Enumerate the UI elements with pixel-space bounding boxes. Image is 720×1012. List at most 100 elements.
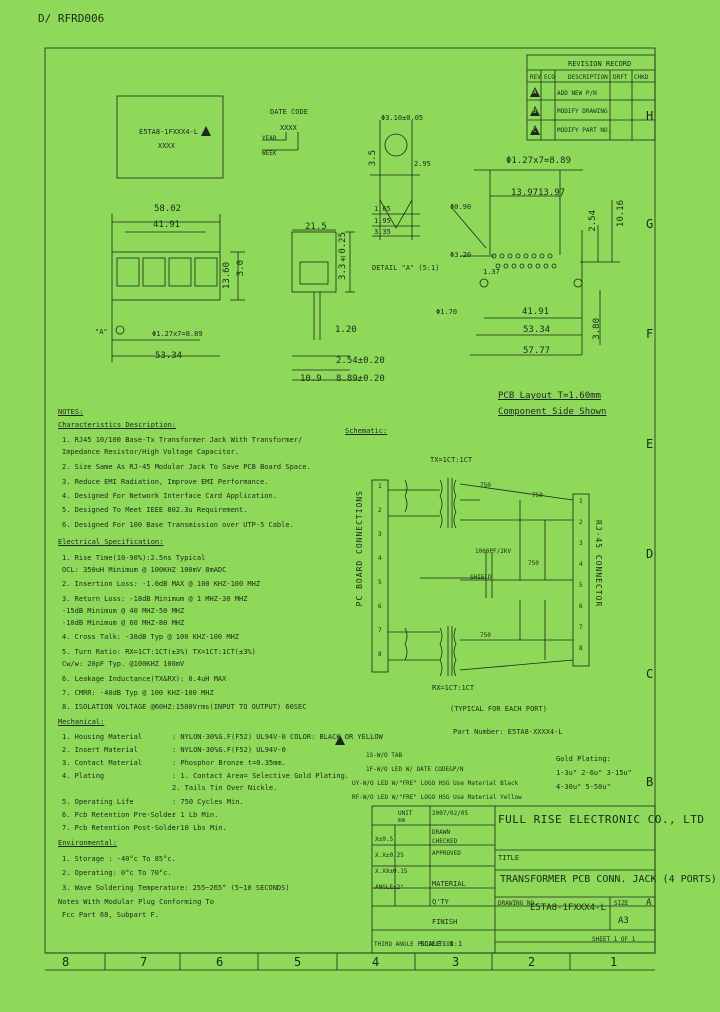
- tol-row-3: X.XX±0.15: [375, 868, 408, 875]
- notes-electrical-title: Electrical Specification:: [58, 538, 164, 546]
- left-pin-5: 5: [378, 579, 382, 586]
- char-item-5: 5. Designed To Meet IEEE 802.3u Requirem…: [62, 506, 248, 514]
- border-letter-h: H: [646, 109, 654, 123]
- rev-value: A: [646, 898, 652, 908]
- drawn-date: 2007/02/05: [432, 810, 469, 817]
- char-item-1: 1. RJ45 10/100 Base-Tx Transformer Jack …: [62, 436, 303, 444]
- char-item-6: 6. Designed For 100 Base Transmission ov…: [62, 521, 294, 529]
- side-dim-5: 8.89±0.20: [336, 374, 385, 384]
- pcb-dim-hole-small: Φ0.90: [450, 203, 472, 211]
- tol-row-2: X.X±0.25: [375, 852, 404, 859]
- notes-title: NOTES:: [58, 408, 84, 416]
- char-item-1b: Impedance Resistor/High Voltage Capacito…: [62, 448, 240, 456]
- drawing-number: E5TA8-1FXXX4-L: [530, 903, 606, 913]
- rev-row-c-desc: MODIFY PART NO.: [557, 127, 612, 134]
- pcb-dim-1-37: 1.37: [483, 268, 500, 276]
- pcb-dim-13-97-b: 13.97: [538, 188, 566, 198]
- pcb-dim-57-77: 57.77: [523, 346, 551, 356]
- rev-header-rev: REV: [530, 74, 541, 81]
- approved-label: APPROVED: [432, 850, 461, 857]
- rev-header-description: DESCRIPTION: [568, 74, 608, 81]
- pcb-dim-2-54: 2.54: [588, 210, 598, 232]
- checked-label: CHECKED: [432, 838, 458, 845]
- dim-overall: 53.34: [155, 351, 183, 361]
- date-code-title: DATE CODE: [270, 108, 308, 116]
- unit-value: mm: [398, 817, 406, 824]
- left-pin-2: 2: [378, 507, 382, 514]
- mech-item-4b-value: 2. Tails Tin Over Nickle.: [172, 784, 278, 792]
- side-dim-2: 1.20: [335, 325, 357, 335]
- elec-item-3c: -10dB Minimum @ 60 MHZ-80 MHZ: [62, 619, 185, 627]
- border-number-7: 7: [140, 955, 148, 969]
- border-letter-g: G: [646, 217, 654, 231]
- rev-header-eco: ECO: [544, 74, 555, 81]
- mech-item-2-label: 2. Insert Material: [62, 746, 138, 754]
- gold-plating-options-1: 1-3u" 2-6u" 3-15u": [556, 769, 632, 777]
- border-number-1: 1: [610, 955, 618, 969]
- scale-label: SCALE: 1:1: [420, 940, 463, 948]
- mech-item-4-label: 4. Plating: [62, 772, 105, 780]
- mech-item-7-value: : 10 Lbs Min.: [172, 824, 227, 832]
- detail-dim-5: 1.95: [374, 217, 391, 225]
- resistor-1: 750: [480, 482, 491, 489]
- mech-item-3-value: : Phosphor Bronze t=0.35mm.: [172, 759, 286, 767]
- company-name: FULL RISE ELECTRONIC CO., LTD: [498, 813, 705, 826]
- border-letter-d: D: [646, 547, 654, 561]
- env-item-3: 3. Wave Soldering Temperature: 255~265° …: [62, 884, 290, 892]
- pcb-caption-1: PCB Layout T=1.60mm: [498, 391, 601, 401]
- notes-footer-2: Fcc Part 68, Subpart F.: [62, 911, 159, 919]
- notes-footer-1: Notes With Modular Plug Conforming To: [58, 898, 214, 906]
- right-pin-5: 5: [579, 582, 583, 589]
- mech-item-3-label: 3. Contact Material: [62, 759, 143, 767]
- dim-small-pitch: Φ1.27x7=8.89: [152, 330, 203, 338]
- mech-item-5-label: 5. Operating Life: [62, 798, 134, 806]
- pc-board-connections-label: PC BOARD CONNECTIONS: [355, 490, 364, 607]
- resistor-4: 750: [480, 632, 491, 639]
- detail-dim-1: Φ3.10±0.05: [381, 114, 424, 122]
- dim-width: 58.02: [154, 204, 182, 214]
- border-number-2: 2: [528, 955, 536, 969]
- schematic-tx-ratio: TX=1CT:1CT: [430, 456, 473, 464]
- side-dim-3: 2.54±0.20: [336, 356, 385, 366]
- right-pin-7: 7: [579, 624, 583, 631]
- document-id: D/ RFRD006: [38, 12, 105, 25]
- border-letter-c: C: [646, 667, 654, 681]
- pcb-dim-hole-big: Φ3.20: [450, 251, 472, 259]
- detail-dim-2: 3.5: [368, 150, 378, 167]
- drawing-title: TRANSFORMER PCB CONN. JACK (4 PORTS): [500, 874, 717, 885]
- notes-mechanical-title: Mechanical:: [58, 718, 105, 726]
- mech-item-1-value: : NYLON-30%G.F(F52) UL94V-0 COLOR: BLACK…: [172, 733, 383, 741]
- shield-label: SHIELD: [470, 574, 492, 581]
- left-pin-8: 8: [378, 651, 382, 658]
- right-pin-1: 1: [579, 498, 583, 505]
- rev-header-drft: DRFT: [613, 74, 628, 81]
- env-item-1: 1. Storage : -40°c To 85°c.: [62, 855, 176, 863]
- elec-item-4: 4. Cross Talk: -38dB Typ @ 100 KHZ-100 M…: [62, 633, 240, 641]
- dim-pitch: 41.91: [153, 220, 181, 230]
- schematic-rx-ratio: RX=1CT:1CT: [432, 684, 475, 692]
- tol-row-1: X±0.5: [375, 836, 394, 843]
- material-label: MATERIAL: [432, 880, 466, 888]
- third-angle-label: THIRD ANGLE PROJECTION: [374, 941, 454, 948]
- gold-plating-title: Gold Plating:: [556, 755, 611, 763]
- left-pin-7: 7: [378, 627, 382, 634]
- char-item-2: 2. Size Same As RJ-45 Modular Jack To Sa…: [62, 463, 311, 471]
- schematic-caption: (TYPICAL FOR EACH PORT): [450, 705, 547, 713]
- left-pin-3: 3: [378, 531, 382, 538]
- border-number-3: 3: [452, 955, 460, 969]
- left-pin-1: 1: [378, 483, 382, 490]
- border-number-4: 4: [372, 955, 380, 969]
- resistor-2: 750: [532, 492, 543, 499]
- date-code-year: YEAR: [262, 135, 277, 142]
- dim-height-2: 3.0: [236, 260, 246, 277]
- rj45-connector-label: RJ-45 CONNECTOR: [594, 520, 603, 608]
- pcb-caption-2: Component Side Shown: [498, 407, 607, 417]
- date-code-value: XXXX: [280, 124, 297, 132]
- right-pin-2: 2: [579, 519, 583, 526]
- resistor-3: 750: [528, 560, 539, 567]
- mech-item-4-value: : 1. Contact Area= Selective Gold Platin…: [172, 772, 350, 780]
- revision-title: REVISION RECORD: [568, 60, 632, 68]
- right-pin-8: 8: [579, 645, 583, 652]
- elec-item-3b: -15dB Minimum @ 40 MHZ-50 MHZ: [62, 607, 185, 615]
